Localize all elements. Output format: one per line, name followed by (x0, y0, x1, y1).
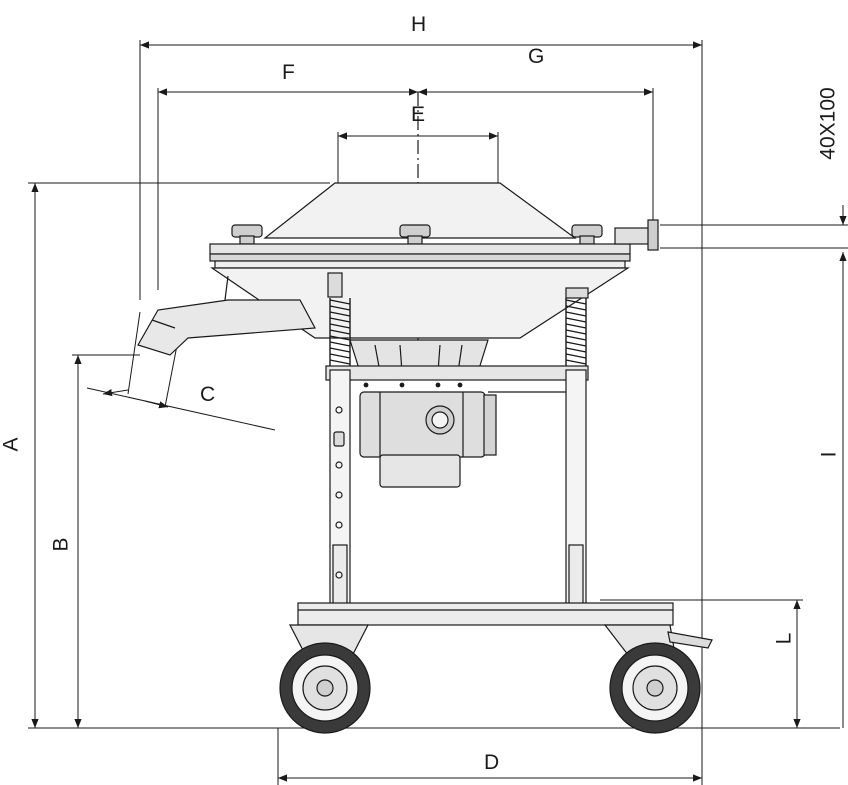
adjustment-holes (335, 406, 343, 579)
dimension-label-a: A (0, 437, 23, 452)
vibration-motor (359, 391, 486, 458)
dimension-label-f: F (282, 61, 295, 84)
support-plate (325, 365, 589, 381)
top-outlet-flange (614, 227, 651, 245)
dim-line-c (86, 387, 276, 431)
caster-wheel-right-icon (603, 624, 713, 734)
dimension-label-g: G (528, 45, 545, 68)
dimension-label-i: I (817, 451, 841, 458)
spring-bracket-right (565, 287, 589, 299)
flange-size-label: 40X100 (816, 87, 840, 160)
dimension-label-c: C (200, 383, 216, 406)
dimension-label-b: B (49, 537, 73, 552)
dimension-label-h: H (411, 13, 427, 36)
dimension-lines (28, 40, 848, 785)
conical-lid (263, 182, 577, 239)
dimension-label-l: L (772, 632, 796, 645)
base-frame (297, 602, 674, 626)
sieve-frame (209, 243, 631, 255)
caster-wheel-left-icon (279, 624, 371, 734)
spring-bracket-left (327, 272, 343, 298)
spring-left-icon (329, 298, 351, 366)
discharge-chute (137, 299, 316, 356)
dimension-label-d: D (484, 751, 500, 774)
dimension-label-e: E (411, 103, 426, 126)
spring-right-icon (565, 298, 587, 366)
sieve-machine (137, 92, 713, 734)
